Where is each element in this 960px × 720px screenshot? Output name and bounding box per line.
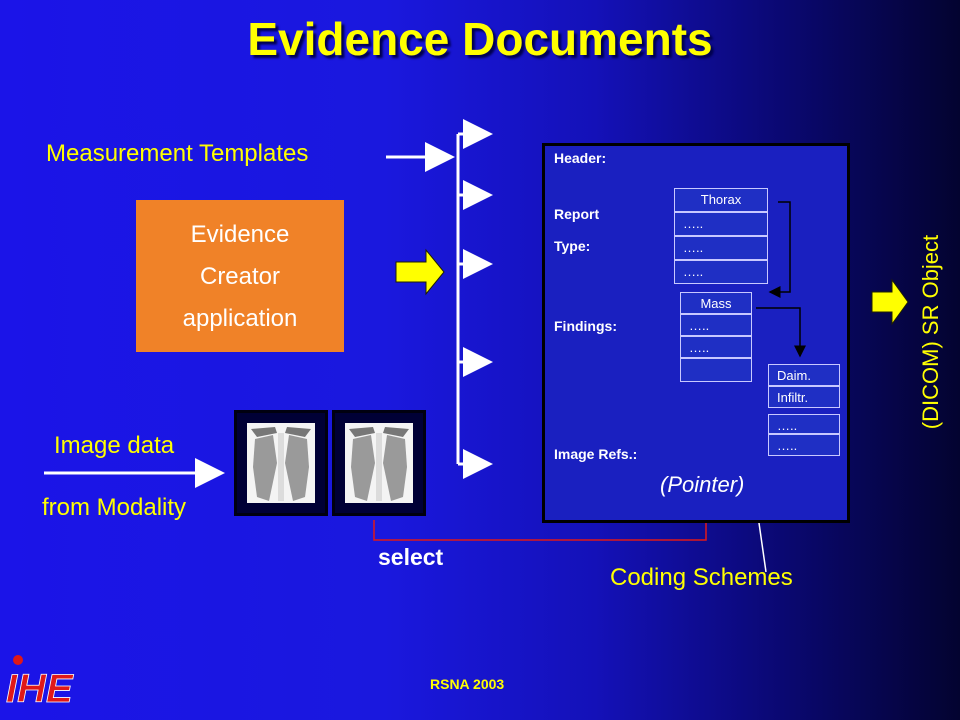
findings-cell[interactable]: ….. [680,314,752,336]
ihe-logo: IHE [4,650,84,711]
findings-cell[interactable] [680,358,752,382]
findings-cell[interactable]: Mass [680,292,752,314]
sr-image-refs-label: Image Refs.: [554,446,638,462]
report-cell[interactable]: ….. [674,236,768,260]
ihe-logo-icon: IHE [6,655,74,711]
slide-title: Evidence Documents [247,13,713,65]
image-data-label: Image data [54,432,175,459]
code-cell[interactable]: ….. [768,414,840,434]
code-cell[interactable]: Daim. [768,364,840,386]
code-cell[interactable]: Infiltr. [768,386,840,408]
chest-xray-icon [247,423,315,503]
sr-findings-label: Findings: [554,318,617,334]
footer-label: RSNA 2003 [430,676,505,692]
xray-image-2[interactable] [332,410,426,516]
sr-object-label: (DICOM) SR Object [918,234,943,430]
evidence-creator-line-3: application [182,305,298,332]
sr-header-label: Header: [554,150,607,166]
chest-xray-icon [345,423,413,503]
from-modality-label: from Modality [42,494,187,521]
svg-text:IHE: IHE [6,667,74,710]
yellow-arrow-2 [871,278,909,326]
yellow-arrow-1 [395,248,445,296]
evidence-creator-box: Evidence Creator application [136,200,344,352]
report-cell[interactable]: Thorax [674,188,768,212]
select-label: select [378,544,444,570]
xray-image-1[interactable] [234,410,328,516]
measurement-templates-label: Measurement Templates [46,140,309,167]
coding-schemes-label: Coding Schemes [610,564,793,591]
code-cell[interactable]: ….. [768,434,840,456]
evidence-creator-line-1: Evidence [190,221,290,248]
report-cell[interactable]: ….. [674,260,768,284]
findings-cell[interactable]: ….. [680,336,752,358]
sr-type-label: Type: [554,238,591,254]
pointer-label: (Pointer) [660,472,745,497]
sr-report-label: Report [554,206,600,222]
report-cell[interactable]: ….. [674,212,768,236]
evidence-creator-line-2: Creator [199,263,281,290]
